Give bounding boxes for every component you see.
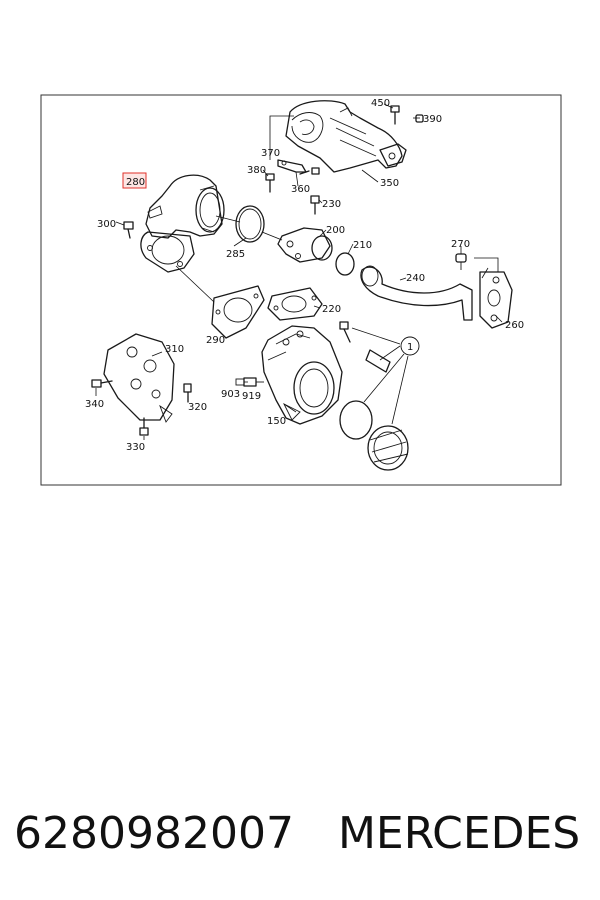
callout-310: 310 [165, 344, 184, 355]
part-280-outlet-elbow [140, 174, 225, 273]
callout-903: 903 [221, 389, 240, 400]
callout-260: 260 [505, 320, 524, 331]
bolt-near-360 [299, 167, 320, 175]
bolt-230 [310, 195, 320, 215]
bolt-380 [265, 173, 275, 193]
part-200-adapter [277, 227, 333, 263]
callout-200: 200 [326, 225, 345, 236]
callout-290: 290 [206, 335, 225, 346]
part-number: 6280982007 [14, 807, 294, 859]
footer-caption: 6280982007 MERCEDES [14, 798, 594, 868]
part-150-housing [261, 325, 343, 425]
bolt-450 [390, 105, 400, 125]
highlight-box-280 [122, 172, 147, 189]
callout-370: 370 [261, 148, 280, 159]
callout-320: 320 [188, 402, 207, 413]
part-350-exhaust-elbow [285, 100, 407, 173]
bracket-310 [103, 333, 175, 423]
gasket-220 [267, 287, 323, 321]
callout-270: 270 [451, 239, 470, 250]
callout-380: 380 [247, 165, 266, 176]
bolt-300 [123, 221, 134, 239]
pipe-240 [360, 265, 473, 321]
gasket-285 [235, 205, 265, 243]
bolt-330 [139, 417, 149, 436]
callout-360: 360 [291, 184, 310, 195]
oring-210 [335, 252, 355, 276]
gasket-290 [211, 285, 265, 339]
callout-340: 340 [85, 399, 104, 410]
callout-285: 285 [226, 249, 245, 260]
callout-1: 1 [407, 342, 413, 353]
callout-150: 150 [267, 416, 286, 427]
callout-300: 300 [97, 219, 116, 230]
callout-230: 230 [322, 199, 341, 210]
callout-210: 210 [353, 240, 372, 251]
callout-390: 390 [423, 114, 442, 125]
bracket-360 [277, 159, 307, 173]
callout-450: 450 [371, 98, 390, 109]
bolt-340 [91, 379, 113, 388]
callout-280: 280 [126, 177, 145, 188]
callout-919: 919 [242, 391, 261, 402]
kit-1-parts [339, 321, 409, 471]
callout-350: 350 [380, 178, 399, 189]
leader-lines [95, 103, 503, 440]
nut-390 [415, 114, 424, 123]
kit-callout-circle [400, 336, 420, 356]
callout-240: 240 [406, 273, 425, 284]
flange-260 [479, 271, 513, 329]
callout-330: 330 [126, 442, 145, 453]
brand-name: MERCEDES [337, 807, 581, 859]
callout-labels: 450 390 370 380 360 350 280 300 230 200 … [85, 98, 524, 453]
callout-220: 220 [322, 304, 341, 315]
